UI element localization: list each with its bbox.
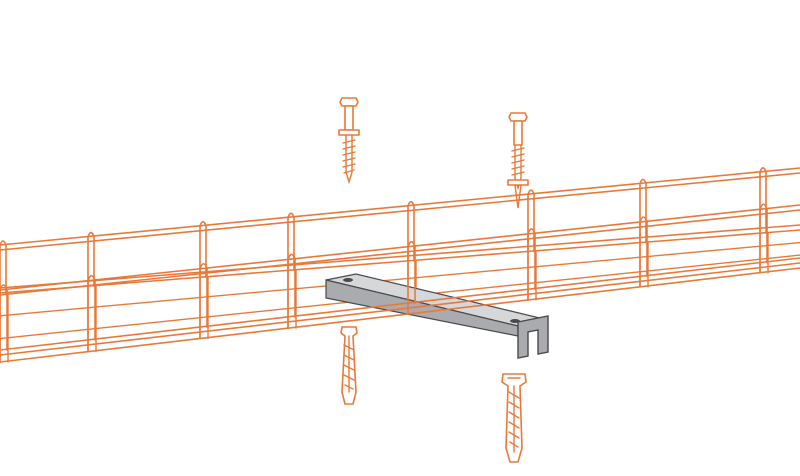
screw-right: [507, 112, 529, 209]
mounting-bracket: [325, 273, 549, 359]
wall-plug-left: [340, 326, 358, 405]
cable-tray-front-rail: [0, 203, 800, 363]
screw-left: [338, 97, 360, 185]
wall-plug-right: [501, 373, 527, 463]
cable-tray-back-rail: [0, 167, 800, 363]
